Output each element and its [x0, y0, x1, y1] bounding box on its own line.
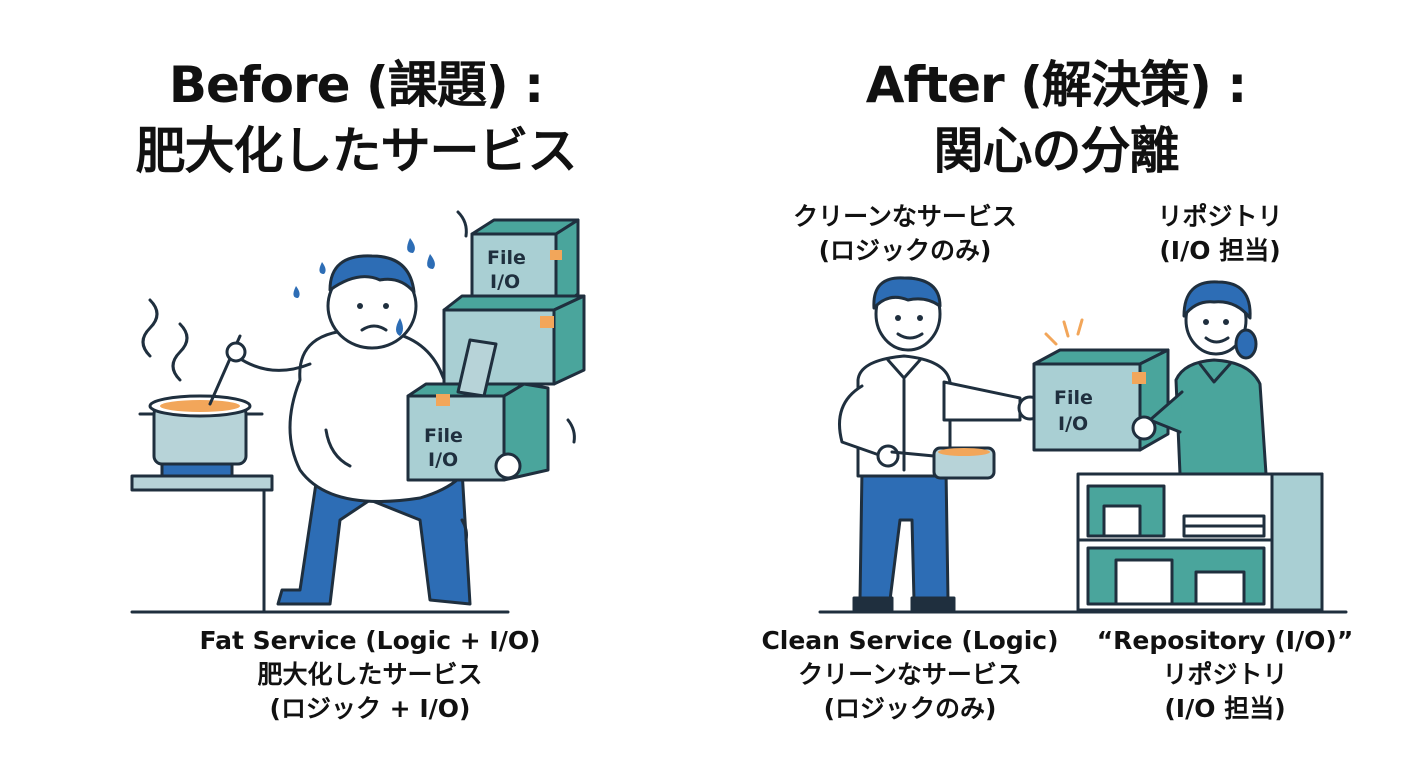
- service-caption-line3: (ロジックのみ): [823, 694, 997, 723]
- service-label: クリーンなサービス (ロジックのみ): [740, 200, 1070, 268]
- before-caption-line3: (ロジック + I/O): [269, 694, 471, 723]
- service-label-line2: (ロジックのみ): [818, 236, 992, 265]
- steam-icon: [141, 298, 189, 382]
- box-top-label-line1: File: [487, 247, 526, 269]
- service-label-line1: クリーンなサービス: [793, 202, 1017, 231]
- before-scene: File I/O File I/O: [130, 210, 586, 614]
- box-bottom: File I/O: [406, 382, 550, 482]
- after-title-line1: After (解決策) :: [865, 56, 1247, 114]
- fat-man-legs: [276, 468, 472, 606]
- stove-counter: [130, 474, 274, 614]
- repo-caption-line2: リポジトリ: [1162, 660, 1288, 689]
- box-bottom-label-line2: I/O: [428, 449, 458, 471]
- repository-woman: [1131, 280, 1268, 476]
- frying-pan-icon: [890, 446, 996, 480]
- box-top-label-line2: I/O: [490, 271, 520, 293]
- service-caption: Clean Service (Logic) クリーンなサービス (ロジックのみ): [742, 624, 1078, 726]
- after-title-line2: 関心の分離: [933, 122, 1180, 180]
- sweat-drops-icon: [293, 238, 435, 298]
- before-title-line1: Before (課題) :: [168, 56, 544, 114]
- repo-caption-line3: (I/O 担当): [1164, 694, 1286, 723]
- service-caption-line2: クリーンなサービス: [798, 660, 1022, 689]
- box-stack: File I/O File I/O: [406, 218, 586, 482]
- after-scene: File I/O: [818, 276, 1348, 614]
- attention-marks-icon: [1044, 318, 1084, 346]
- repo-label-line1: リポジトリ: [1157, 202, 1283, 231]
- handed-box-label-line1: File: [1054, 387, 1093, 409]
- repo-label: リポジトリ (I/O 担当): [1100, 200, 1340, 268]
- handed-box: File I/O: [1032, 348, 1170, 452]
- service-caption-line1: Clean Service (Logic): [761, 626, 1059, 655]
- fat-man-head: [326, 254, 418, 350]
- motion-lines: [456, 210, 576, 542]
- repo-caption-line1: “Repository (I/O)”: [1096, 626, 1354, 655]
- repository-shelf: [1076, 472, 1324, 612]
- before-caption-line1: Fat Service (Logic + I/O): [199, 626, 541, 655]
- before-caption-line2: 肥大化したサービス: [257, 660, 483, 689]
- before-caption: Fat Service (Logic + I/O) 肥大化したサービス (ロジッ…: [180, 624, 560, 726]
- cooking-pot-icon: [138, 394, 264, 466]
- after-title: After (解決策) : 関心の分離: [736, 52, 1376, 184]
- before-title-line2: 肥大化したサービス: [135, 122, 578, 180]
- box-middle: [442, 294, 586, 386]
- handed-box-label-line2: I/O: [1058, 413, 1088, 435]
- box-bottom-label-line1: File: [424, 425, 463, 447]
- clean-service-man: [838, 276, 1043, 612]
- document-icon: [456, 338, 498, 398]
- repo-caption: “Repository (I/O)” リポジトリ (I/O 担当): [1080, 624, 1370, 726]
- before-title: Before (課題) : 肥大化したサービス: [36, 52, 676, 184]
- repo-label-line2: (I/O 担当): [1159, 236, 1281, 265]
- fat-man-hand: [494, 452, 522, 480]
